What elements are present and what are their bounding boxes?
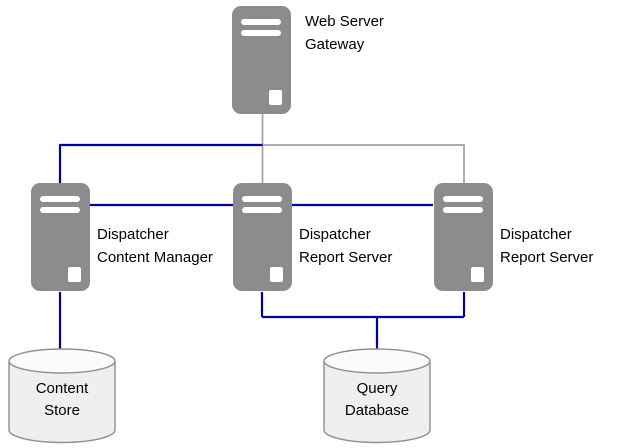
server-drive-slot: [471, 267, 484, 282]
query-database-cylinder-icon: [323, 348, 431, 444]
server-vent-bar: [241, 30, 281, 36]
label-line: Report Server: [500, 249, 594, 266]
content-store-label: Content Store: [8, 378, 116, 422]
content-manager-label: Dispatcher Content Manager: [97, 223, 213, 269]
label-line: Content: [35, 380, 89, 397]
server-vent-bar: [40, 207, 80, 213]
gateway-label: Web Server Gateway: [305, 10, 384, 56]
server-drive-slot: [68, 267, 81, 282]
wire-report-servers-to-query-database: [260, 292, 466, 349]
server-vent-bar: [40, 196, 80, 202]
server-vent-bar: [241, 19, 281, 25]
label-line: Store: [44, 402, 80, 419]
wire-gateway-to-content-manager: [58, 143, 263, 183]
query-database-label: Query Database: [323, 378, 431, 422]
label-line: Dispatcher: [97, 226, 169, 243]
label-line: Report Server: [299, 249, 393, 266]
label-line: Dispatcher: [299, 226, 371, 243]
label-line: Query: [356, 380, 398, 397]
report-server-1-icon: [233, 183, 292, 291]
gateway-server-icon: [232, 6, 291, 114]
label-line: Database: [344, 402, 410, 419]
content-manager-server-icon: [31, 183, 90, 291]
report-server-1-label: Dispatcher Report Server: [299, 223, 392, 269]
server-vent-bar: [242, 207, 282, 213]
label-line: Gateway: [305, 36, 365, 53]
content-store-cylinder-icon: [8, 348, 116, 444]
label-line: Web Server: [305, 13, 384, 30]
server-drive-slot: [269, 90, 282, 105]
server-vent-bar: [443, 196, 483, 202]
server-vent-bar: [443, 207, 483, 213]
server-vent-bar: [242, 196, 282, 202]
server-drive-slot: [270, 267, 283, 282]
report-server-2-icon: [434, 183, 493, 291]
wire-gateway-to-report2: [262, 144, 465, 183]
label-line: Dispatcher: [500, 226, 572, 243]
label-line: Content Manager: [97, 249, 213, 266]
report-server-2-label: Dispatcher Report Server: [500, 223, 593, 269]
